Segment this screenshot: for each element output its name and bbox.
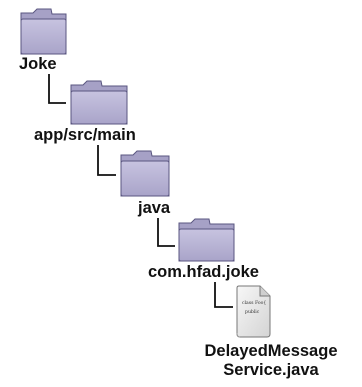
java-file-icon: class Foo{ public bbox=[236, 285, 271, 338]
connector-pkg-to-file bbox=[214, 282, 233, 308]
file-label-line-2: Service.java bbox=[223, 361, 319, 380]
connector-joke-to-app bbox=[48, 74, 66, 104]
connector-java-to-pkg bbox=[157, 218, 175, 247]
folder-label-joke: Joke bbox=[19, 55, 57, 73]
file-page-text-line-1: class Foo{ bbox=[242, 300, 266, 306]
file-page-text-line-2: public bbox=[245, 309, 260, 315]
folder-label-java: java bbox=[138, 199, 171, 217]
folder-icon bbox=[20, 8, 67, 55]
folder-icon bbox=[120, 150, 170, 197]
connector-app-to-java bbox=[97, 145, 116, 176]
file-label: DelayedMessage Service.java bbox=[171, 342, 362, 381]
file-label-line-1: DelayedMessage bbox=[204, 342, 338, 360]
folder-label-com-hfad-joke: com.hfad.joke bbox=[148, 263, 259, 281]
folder-icon bbox=[70, 80, 128, 125]
folder-label-app-src-main: app/src/main bbox=[34, 126, 136, 144]
folder-icon bbox=[178, 218, 235, 262]
